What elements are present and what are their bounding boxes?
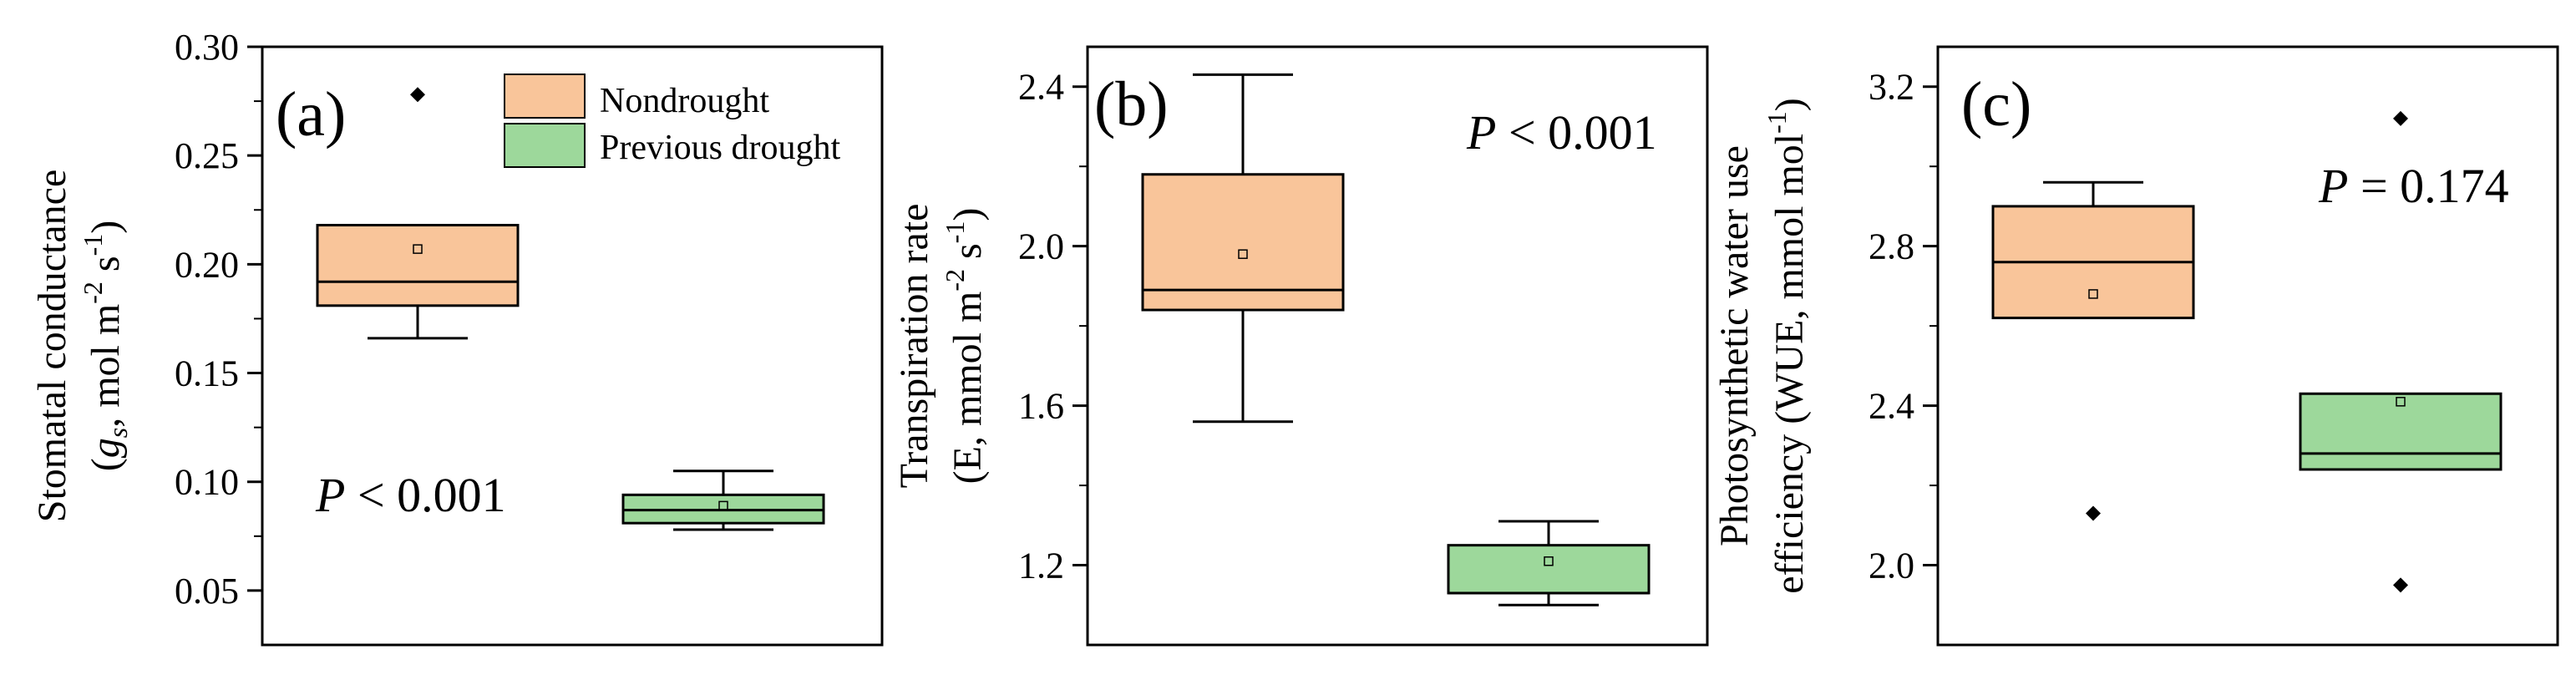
p-value-annotation: P < 0.001 [1466, 105, 1657, 160]
legend-swatch-nondrought [504, 74, 586, 119]
y-tick-label: 3.2 [1869, 67, 1914, 108]
plot-frame [261, 45, 884, 647]
mean-marker [2088, 289, 2098, 299]
box-previous-drought [2299, 392, 2502, 471]
legend: Nondrought Previous drought [504, 74, 840, 168]
y-tick-label: 2.8 [1869, 226, 1914, 267]
panel-label: (a) [276, 79, 346, 150]
outlier-point [2393, 110, 2408, 126]
plot-frame [1086, 45, 1709, 647]
panel-a: (a) Stomatal conductance (gs, mol m-2 s-… [30, 27, 884, 647]
mean-marker [413, 244, 423, 254]
legend-label-previous-drought: Previous drought [600, 129, 840, 167]
panel-b: (b) Transpiration rate (E, mmol m-2 s-1)… [892, 45, 1709, 647]
legend-label-nondrought: Nondrought [600, 82, 769, 120]
y-axis-label-line1: Photosynthetic water use [1712, 145, 1757, 546]
y-tick-label: 1.6 [1018, 386, 1064, 427]
mean-marker [1544, 556, 1554, 566]
box-previous-drought [1447, 544, 1651, 595]
outlier-point [2393, 577, 2408, 593]
panel-c: (c) Photosynthetic water use efficiency … [1712, 45, 2559, 647]
y-axis-label-line2: (gs, mol m-2 s-1) [78, 221, 133, 471]
mean-marker [1238, 249, 1248, 259]
y-tick-label: 2.4 [1018, 67, 1064, 108]
y-tick-label: 1.2 [1018, 546, 1064, 586]
y-tick-label: 0.20 [175, 244, 239, 285]
y-tick-label: 2.0 [1018, 226, 1064, 267]
panel-label: (b) [1094, 69, 1169, 140]
p-value-annotation: P < 0.001 [315, 468, 506, 522]
y-tick-label: 2.0 [1869, 546, 1914, 586]
mean-marker [718, 500, 728, 511]
y-axis-label-line1: Transpiration rate [892, 204, 936, 489]
outlier-point [410, 87, 425, 103]
panel-label: (c) [1961, 69, 2031, 140]
y-tick-label: 0.15 [175, 353, 239, 394]
y-tick-label: 0.05 [175, 571, 239, 612]
box-nondrought [1141, 173, 1345, 312]
box-nondrought [316, 223, 520, 307]
y-tick-label: 0.10 [175, 462, 239, 503]
y-tick-label: 0.25 [175, 135, 239, 176]
outlier-point [2086, 505, 2101, 521]
y-axis-label-line1: Stomatal conductance [30, 170, 74, 523]
p-value-annotation: P = 0.174 [2318, 159, 2509, 213]
y-axis-label-line2: efficiency (WUE, mmol mol-1) [1762, 98, 1812, 594]
y-axis-label-line2: (E, mmol m-2 s-1) [940, 208, 990, 485]
mean-marker [2396, 397, 2406, 407]
legend-swatch-previous-drought [504, 123, 586, 168]
plot-frame [1936, 45, 2559, 647]
y-tick-label: 2.4 [1869, 386, 1914, 427]
y-tick-label: 0.30 [175, 27, 239, 68]
